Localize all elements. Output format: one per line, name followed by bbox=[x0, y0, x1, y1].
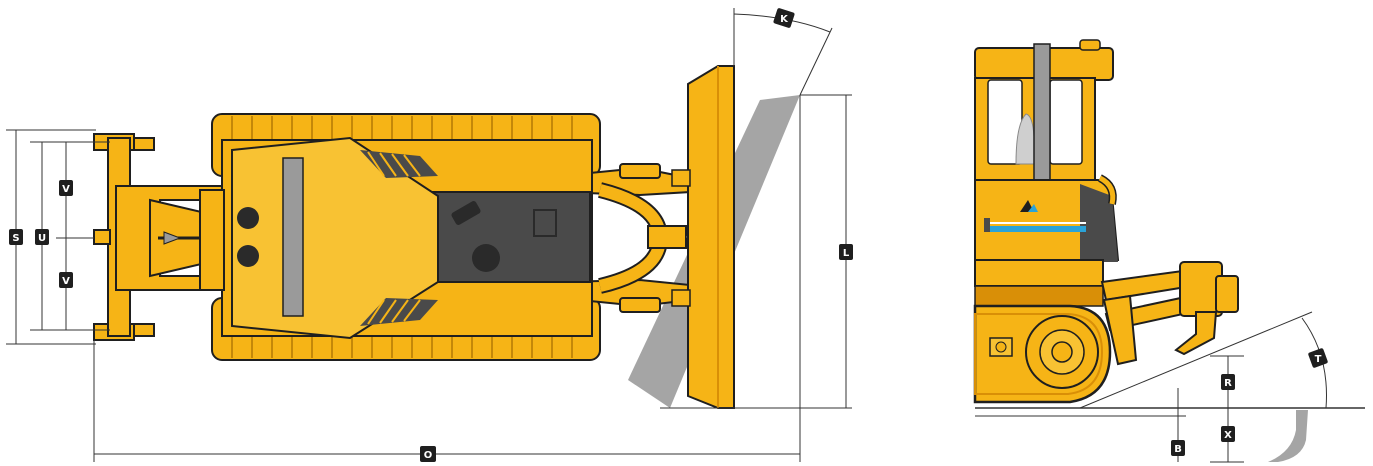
label-U: U bbox=[35, 229, 49, 245]
dimension-labels: S U V V K L O T bbox=[9, 8, 1328, 462]
label-R: R bbox=[1221, 374, 1235, 390]
dozer-blade-top bbox=[671, 65, 735, 409]
label-L-text: L bbox=[843, 248, 850, 259]
label-L: L bbox=[839, 244, 853, 260]
label-S-text: S bbox=[12, 233, 19, 244]
body-side bbox=[974, 174, 1120, 307]
label-T-text: T bbox=[1315, 354, 1322, 365]
ripper-side bbox=[1100, 261, 1239, 366]
label-K-text: K bbox=[780, 14, 789, 25]
label-V-bottom-text: V bbox=[62, 276, 70, 287]
label-V-top-text: V bbox=[62, 184, 70, 195]
label-B: B bbox=[1171, 440, 1185, 456]
track-side bbox=[973, 304, 1112, 404]
tractor-body bbox=[221, 136, 593, 340]
label-K: K bbox=[773, 8, 795, 28]
ripper-penetration-shadow bbox=[1268, 410, 1308, 462]
label-X-text: X bbox=[1224, 430, 1232, 441]
label-S: S bbox=[9, 229, 23, 245]
top-view bbox=[6, 8, 852, 462]
label-X: X bbox=[1221, 426, 1235, 442]
side-view bbox=[973, 39, 1365, 463]
label-O: O bbox=[420, 446, 436, 462]
label-V-bottom: V bbox=[59, 272, 73, 288]
label-R-text: R bbox=[1224, 378, 1232, 389]
label-V-top: V bbox=[59, 180, 73, 196]
label-B-text: B bbox=[1174, 444, 1182, 455]
label-T: T bbox=[1308, 348, 1328, 368]
label-U-text: U bbox=[38, 233, 46, 244]
dimension-lines-side bbox=[975, 311, 1327, 463]
label-O-text: O bbox=[424, 450, 433, 461]
cab-side bbox=[974, 39, 1114, 189]
ripper-top-view bbox=[93, 133, 225, 341]
